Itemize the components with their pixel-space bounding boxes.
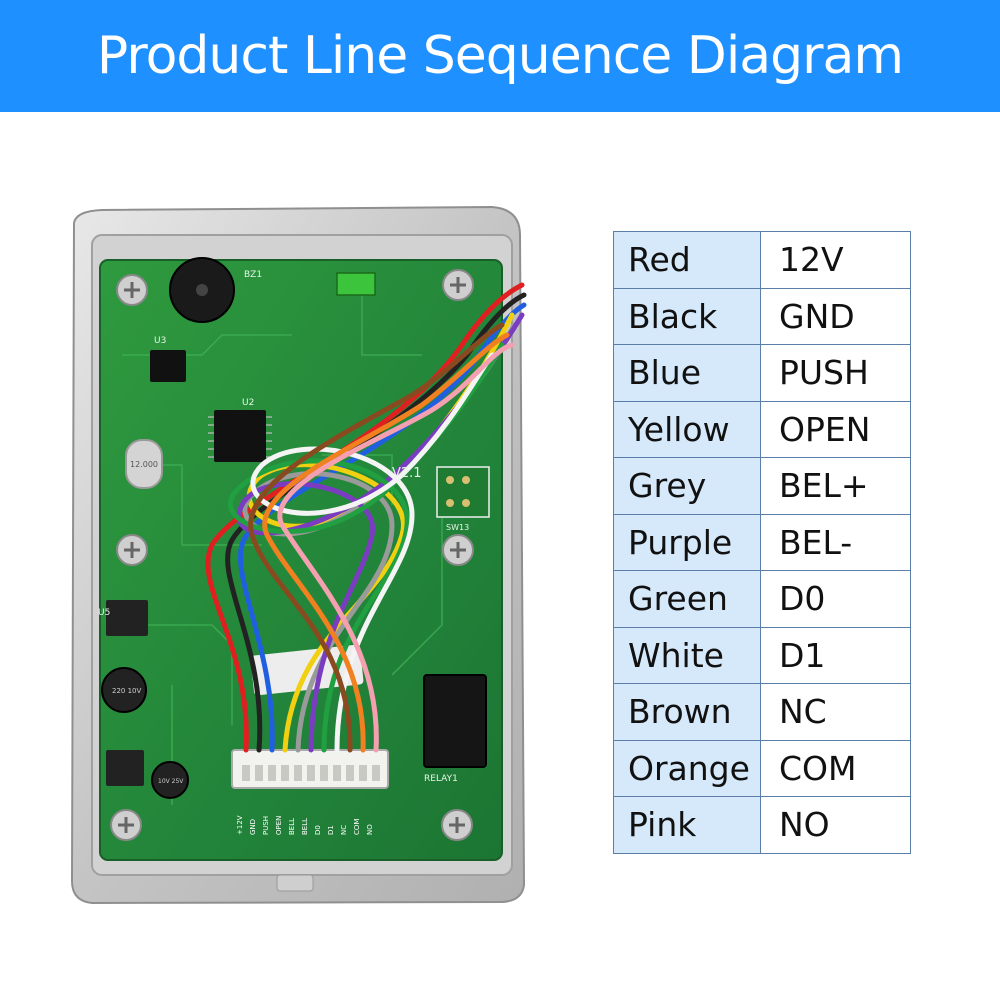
wire-color-cell: Black — [613, 287, 761, 345]
screw-icon — [442, 534, 474, 566]
header-banner: Product Line Sequence Diagram — [0, 0, 1000, 112]
wire-color-table: Red 12V Black GND Blue PUSH Yellow OPEN … — [613, 231, 911, 854]
screw-icon — [116, 534, 148, 566]
connector-pin-label: PUSH — [262, 816, 270, 835]
screw-icon — [442, 269, 474, 301]
connector-pin-label: D0 — [314, 825, 322, 835]
chip-u2 — [214, 410, 266, 462]
wire-function-cell: PUSH — [760, 344, 911, 402]
wire-color-cell: Brown — [613, 683, 761, 741]
table-row: Pink NO — [613, 796, 911, 854]
capacitor — [151, 761, 189, 799]
table-row: Grey BEL+ — [613, 457, 911, 515]
wire-color-cell: White — [613, 626, 761, 684]
capacitor — [101, 667, 147, 713]
table-row: Black GND — [613, 287, 911, 345]
connector-pin-label: +12V — [236, 815, 244, 835]
chip-u3 — [150, 350, 186, 382]
connector-pin-label: NC — [340, 825, 348, 835]
label-u5: U5 — [98, 608, 110, 618]
label-version: V2.1 — [392, 466, 422, 481]
connector-pin-label: GND — [249, 819, 257, 835]
buzzer — [169, 257, 235, 323]
wire-function-cell: BEL+ — [760, 457, 911, 515]
label-u2: U2 — [242, 398, 254, 408]
label-u3: U3 — [154, 336, 166, 346]
table-row: Yellow OPEN — [613, 400, 911, 458]
label-cap1: 220 10V — [112, 687, 141, 695]
crystal — [125, 439, 163, 489]
wire-color-cell: Pink — [613, 796, 761, 854]
wire-function-cell: D1 — [760, 626, 911, 684]
page-title: Product Line Sequence Diagram — [96, 26, 904, 86]
wire-color-cell: Red — [613, 231, 761, 289]
board-illustration: BZ1 U3 U2 V2.1 SW13 RELAY1 U5 12.000 +12… — [70, 205, 527, 905]
connector-pin-label: BELL — [301, 818, 309, 835]
table-row: Brown NC — [613, 683, 911, 741]
wire-color-cell: Purple — [613, 513, 761, 571]
wire-function-cell: GND — [760, 287, 911, 345]
wire-color-cell: Orange — [613, 739, 761, 797]
screw-icon — [110, 809, 142, 841]
connector-pin-label: BELL — [288, 818, 296, 835]
relay — [423, 674, 487, 768]
wire-function-cell: OPEN — [760, 400, 911, 458]
connector-pin-label: COM — [353, 819, 361, 835]
wire-function-cell: NO — [760, 796, 911, 854]
table-row: Orange COM — [613, 739, 911, 797]
regulator-u5 — [106, 600, 148, 636]
wire-function-cell: D0 — [760, 570, 911, 628]
label-crystal: 12.000 — [130, 460, 158, 469]
screw-icon — [441, 809, 473, 841]
wire-function-cell: BEL- — [760, 513, 911, 571]
table-row: Green D0 — [613, 570, 911, 628]
wire-color-cell: Yellow — [613, 400, 761, 458]
table-row: White D1 — [613, 626, 911, 684]
screw-icon — [116, 274, 148, 306]
wire-function-cell: NC — [760, 683, 911, 741]
reader-board-photo: BZ1 U3 U2 V2.1 SW13 RELAY1 U5 12.000 +12… — [62, 205, 532, 905]
label-cap2: 10V 25V — [158, 778, 184, 785]
wire-color-cell: Grey — [613, 457, 761, 515]
table-row: Red 12V — [613, 231, 911, 289]
connector-pin-label: OPEN — [275, 816, 283, 835]
table-row: Blue PUSH — [613, 344, 911, 402]
label-bz1: BZ1 — [244, 270, 262, 280]
wire-function-cell: 12V — [760, 231, 911, 289]
label-relay1: RELAY1 — [424, 774, 458, 784]
wire-function-cell: COM — [760, 739, 911, 797]
table-row: Purple BEL- — [613, 513, 911, 571]
label-sw13: SW13 — [446, 523, 469, 532]
connector-pin-label: D1 — [327, 825, 335, 835]
wire-color-cell: Green — [613, 570, 761, 628]
connector-pin-label: NO — [366, 824, 374, 835]
wire-color-cell: Blue — [613, 344, 761, 402]
